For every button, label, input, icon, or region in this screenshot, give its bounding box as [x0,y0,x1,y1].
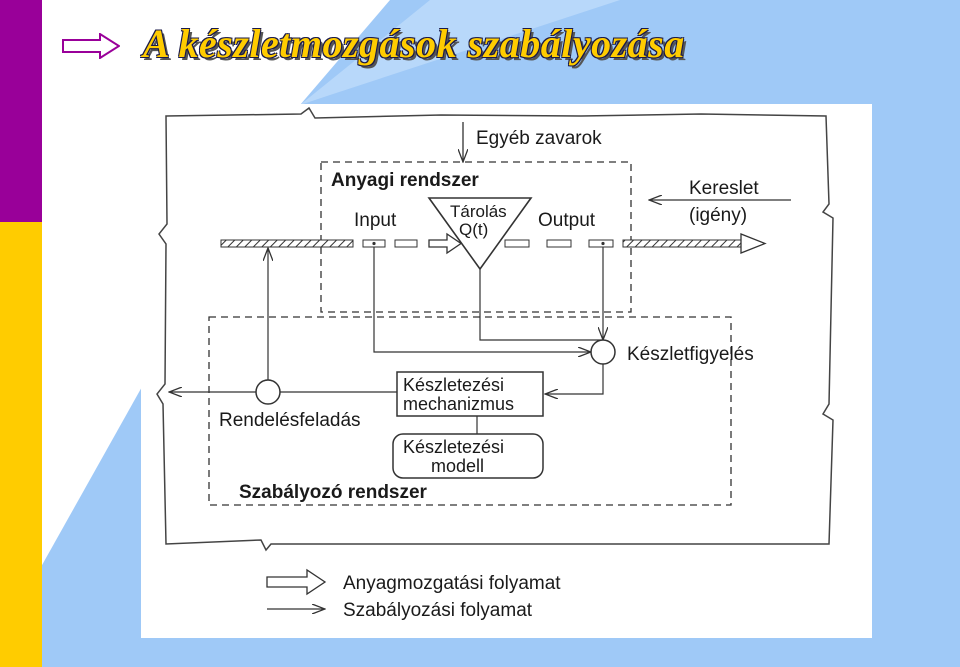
right-arrow-icon [62,33,120,59]
model-line1: Készletezési [403,437,504,457]
mechanism-line1: Készletezési [403,375,504,395]
mechanism-line2: mechanizmus [403,394,514,414]
legend-control-label: Szabályozási folyamat [343,600,533,621]
diagram-panel: Anyagi rendszer Egyéb zavarok Kereslet (… [141,104,872,638]
output-arrow-head [740,233,767,254]
storage-formula: Q(t) [459,220,488,239]
output-dash-1 [504,239,530,248]
input-label: Input [354,210,397,231]
material-flow-in [220,239,354,248]
monitoring-label: Készletfigyelés [627,344,754,365]
material-system-label: Anyagi rendszer [331,170,479,191]
material-flow-out [622,239,742,248]
control-system-label: Szabályozó rendszer [239,482,428,503]
yellow-sidebar [0,222,42,667]
model-line2: modell [431,456,484,476]
slide-title: A készletmozgások szabályozása [143,21,685,66]
legend-material-label: Anyagmozgatási folyamat [343,573,561,594]
output-dash-2 [546,239,572,248]
mechanism-box [396,371,544,417]
demand-label: Kereslet [689,178,759,199]
output-label: Output [538,210,596,231]
input-monitor-line [373,247,591,352]
control-system-box [208,316,732,506]
demand-sub-label: (igény) [689,205,747,226]
input-dash-2 [394,239,418,248]
monitor-mechanism-line [545,364,604,394]
ordering-label: Rendelésfeladás [219,410,361,431]
outer-frame [156,106,834,552]
model-box [392,433,544,479]
storage-triangle [427,197,533,271]
disturbance-label: Egyéb zavarok [476,128,602,149]
ordering-node [255,379,281,405]
output-dash-3 [588,239,614,248]
material-system-box [320,161,632,313]
storage-label: Tárolás [450,202,507,221]
blue-band-light [300,0,620,105]
purple-sidebar [0,0,42,222]
storage-monitor-line [479,269,603,341]
monitoring-node [590,339,616,365]
hollow-arrow-icon [266,568,327,596]
input-hollow-arrow [428,232,463,255]
